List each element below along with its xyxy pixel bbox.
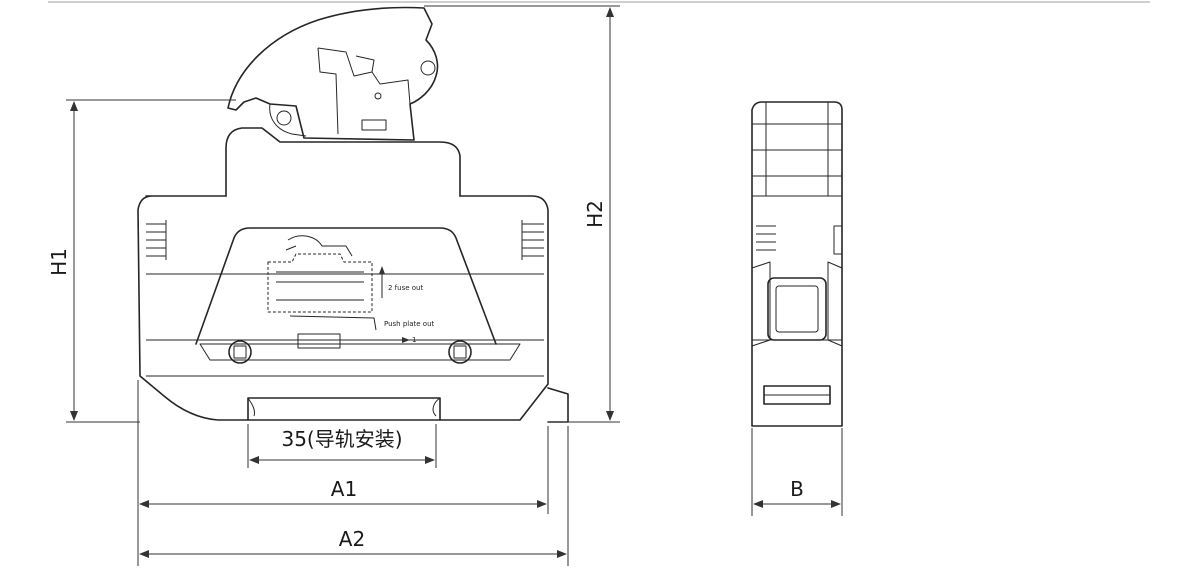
dimension-a1: A1	[331, 477, 357, 501]
front-view: 2 fuse out Push plate out 1	[137, 6, 569, 423]
dimension-h2: H2	[583, 200, 607, 228]
side-button	[767, 277, 827, 341]
screw-right	[448, 340, 472, 364]
vent-left	[146, 220, 167, 260]
dimension-lines: H1 H2 35(导轨安装) A1 A2	[47, 5, 620, 566]
din-clip	[247, 397, 441, 421]
dimension-b: B	[790, 477, 804, 501]
step-one-label: 1	[412, 336, 416, 344]
vent-right	[521, 220, 544, 260]
dimension-h1: H1	[47, 248, 71, 276]
fuse-out-label: 2 fuse out	[388, 284, 423, 292]
inspection-window	[195, 227, 497, 345]
dimension-a2: A2	[339, 527, 365, 551]
body-top	[225, 127, 461, 197]
side-outline	[751, 101, 843, 427]
push-plate-out-label: Push plate out	[384, 320, 435, 328]
body-outline	[137, 195, 549, 421]
dimension-rail: 35(导轨安装)	[281, 427, 402, 451]
fuse-link	[267, 235, 377, 349]
screw-left	[228, 340, 252, 364]
side-view: B	[751, 101, 843, 516]
fuse-handle	[227, 6, 439, 141]
